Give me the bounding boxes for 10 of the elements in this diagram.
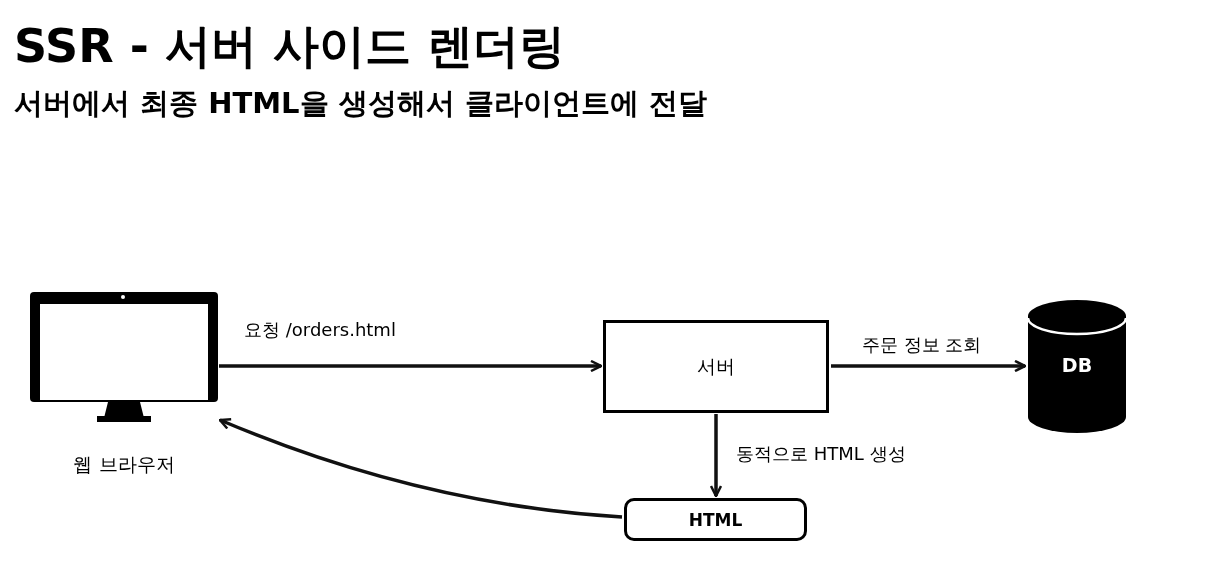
document-box: HTML xyxy=(624,498,807,541)
device-label: 웹 브라우저 xyxy=(72,452,176,477)
server-box: 서버 xyxy=(603,320,829,413)
arrow xyxy=(709,414,723,498)
arrow xyxy=(219,359,603,373)
title: SSR - 서버 사이드 렌더링 xyxy=(14,18,565,75)
arrow xyxy=(218,417,623,519)
subtitle: 서버에서 최종 HTML을 생성해서 클라이언트에 전달 xyxy=(14,85,707,122)
arrow xyxy=(831,359,1027,373)
database-label: DB xyxy=(1060,354,1094,376)
